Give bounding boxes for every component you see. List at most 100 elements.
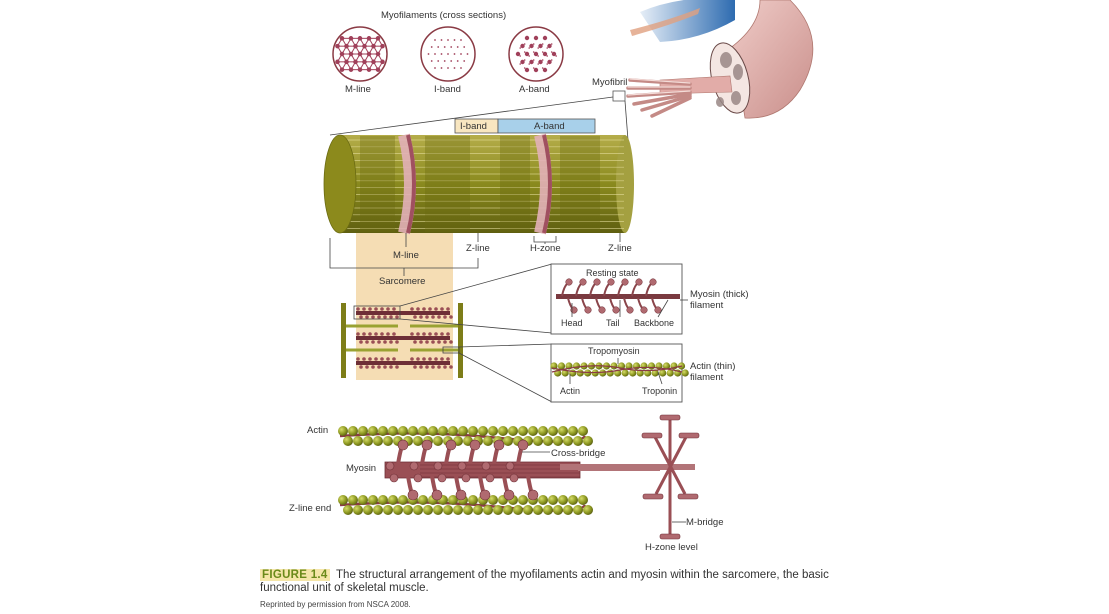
tropomyosin-strand bbox=[551, 365, 683, 373]
actin-bead bbox=[573, 505, 583, 515]
thin-filament-dot bbox=[528, 63, 530, 65]
actin-filament-inset bbox=[550, 362, 689, 377]
actin-bead bbox=[393, 505, 403, 515]
myosin-filament-detail bbox=[384, 439, 660, 501]
thin-filament-dot bbox=[519, 55, 521, 57]
myofibril-cylinder bbox=[323, 133, 634, 235]
actin-bead bbox=[468, 495, 478, 505]
thin-filament-dot bbox=[528, 47, 530, 49]
myosin-head-label: Head bbox=[561, 318, 583, 328]
actin-bead bbox=[518, 495, 528, 505]
thin-filament-dot bbox=[523, 59, 526, 61]
actin-bead bbox=[348, 426, 358, 436]
actin-bead bbox=[398, 426, 408, 436]
actin-bead bbox=[647, 362, 656, 370]
actin-bead bbox=[599, 369, 607, 377]
myosin-head bbox=[626, 306, 634, 314]
thin-filament bbox=[410, 324, 458, 328]
detail-myosin-label: Myosin bbox=[346, 463, 377, 474]
thick-filament-dot bbox=[524, 35, 530, 41]
actin-bead bbox=[503, 436, 513, 446]
thick-filament-dot bbox=[524, 51, 530, 57]
actin-bead bbox=[583, 505, 593, 515]
cross-bridge-head bbox=[397, 439, 409, 451]
actin-bead bbox=[568, 495, 578, 505]
resting-state-label: Resting state bbox=[586, 268, 639, 278]
myofilament-dot bbox=[447, 53, 449, 55]
thick-filament-dot bbox=[533, 67, 539, 73]
tropomyosin-strand bbox=[551, 366, 683, 374]
detail-actin-label: Actin bbox=[307, 425, 329, 436]
myosin-head bbox=[437, 473, 447, 483]
myosin-head bbox=[593, 278, 601, 286]
actin-bead bbox=[578, 426, 588, 436]
actin-bead bbox=[353, 505, 363, 515]
myofilament-dot bbox=[466, 53, 469, 55]
thin-filament-dot bbox=[550, 51, 553, 53]
actin-bead bbox=[662, 362, 671, 370]
actin-bead bbox=[576, 369, 584, 377]
actin-bead bbox=[388, 426, 398, 436]
myofilament-dot bbox=[453, 39, 456, 41]
actin-bead bbox=[553, 505, 563, 515]
actin-bead bbox=[378, 495, 388, 505]
h-zone-level-label: H-zone level bbox=[645, 542, 698, 553]
myosin-head bbox=[481, 461, 491, 471]
myofilament-dot bbox=[427, 53, 430, 55]
myofilament-dot bbox=[339, 67, 345, 72]
thin-filament bbox=[346, 324, 398, 328]
myosin-tail-label: Tail bbox=[606, 318, 620, 328]
thin-filament-dot bbox=[555, 55, 557, 57]
myosin-head bbox=[413, 473, 423, 483]
actin-bead bbox=[488, 495, 498, 505]
figure-caption: FIGURE 1.4 The structural arrangement of… bbox=[260, 569, 870, 595]
actin-bead bbox=[418, 426, 428, 436]
z-disc-left bbox=[341, 303, 346, 378]
myofilament-dot bbox=[434, 53, 436, 55]
myosin-head bbox=[461, 473, 471, 483]
myosin-backbone bbox=[556, 294, 680, 299]
a-band-darkening bbox=[425, 136, 470, 232]
actin-bead bbox=[533, 505, 543, 515]
actin-bead bbox=[433, 505, 443, 515]
actin-bead bbox=[358, 426, 368, 436]
myofilament-dot bbox=[456, 60, 459, 62]
actin-bead bbox=[659, 369, 667, 377]
myofilament-dot bbox=[440, 67, 443, 69]
actin-bead bbox=[483, 505, 493, 515]
actin-bead bbox=[378, 426, 388, 436]
actin-bead bbox=[538, 426, 548, 436]
a-band-darkening bbox=[500, 136, 530, 232]
thin-filament-dot bbox=[532, 51, 535, 53]
actin-bead bbox=[368, 426, 378, 436]
a-band-darkening bbox=[560, 136, 600, 232]
myofilament-dot bbox=[447, 39, 449, 41]
actin-bead bbox=[538, 495, 548, 505]
thin-filament-dot bbox=[532, 43, 535, 45]
z-line-label-left: Z-line bbox=[466, 243, 490, 254]
thick-filament-dot bbox=[542, 67, 548, 73]
m-line-band-left bbox=[398, 133, 416, 235]
actin-bead bbox=[438, 426, 448, 436]
myofilament-dot bbox=[434, 67, 436, 69]
fascicle bbox=[659, 75, 733, 95]
actin-bead bbox=[338, 426, 348, 436]
actin-bead bbox=[468, 426, 478, 436]
actin-bead bbox=[513, 505, 523, 515]
z-disc-right bbox=[458, 303, 463, 378]
myosin-head bbox=[584, 306, 592, 314]
actin-bead bbox=[363, 436, 373, 446]
actin-filament-top bbox=[338, 426, 593, 446]
thin-filament-dot bbox=[523, 51, 526, 53]
actin-bead bbox=[568, 426, 578, 436]
actin-bead bbox=[666, 369, 674, 377]
myofilament-dot bbox=[430, 46, 433, 48]
actin-bead bbox=[443, 505, 453, 515]
myofilament-dot bbox=[450, 60, 453, 62]
actin-bead bbox=[518, 426, 528, 436]
thick-filament-dot bbox=[520, 59, 525, 65]
myosin-head bbox=[621, 278, 629, 286]
z-line-label-right: Z-line bbox=[608, 243, 632, 254]
actin-filament-label: filament bbox=[690, 372, 724, 383]
actin-bead bbox=[388, 495, 398, 505]
